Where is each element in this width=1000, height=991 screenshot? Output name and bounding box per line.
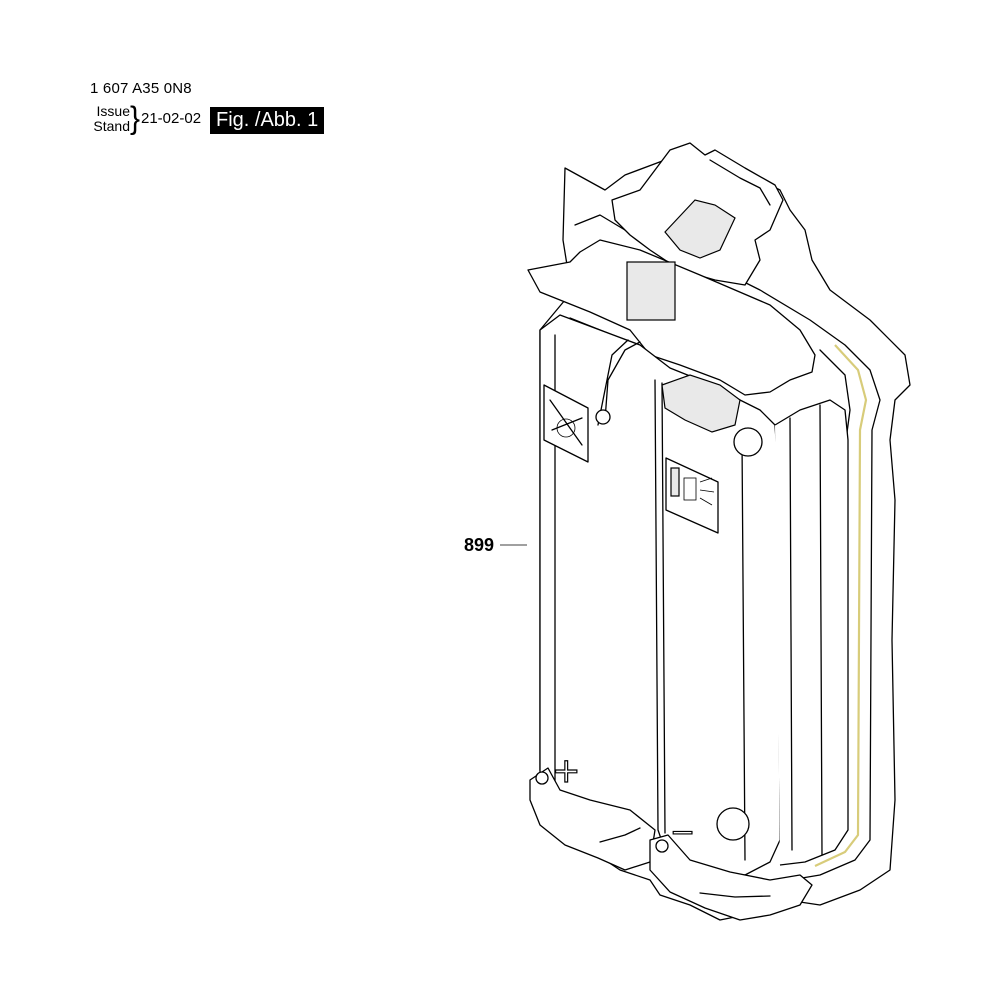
battery-side bbox=[774, 399, 849, 866]
part-number: 1 607 A35 0N8 bbox=[90, 80, 192, 97]
foot-hole-left bbox=[535, 771, 549, 785]
bottom-foot-right bbox=[649, 834, 813, 921]
clip-pin bbox=[595, 409, 611, 425]
issue-label: Issue bbox=[96, 103, 130, 119]
foot-hole-right bbox=[655, 839, 669, 853]
latch-opening bbox=[664, 199, 736, 259]
callout-899: 899 bbox=[464, 535, 495, 555]
issue-date: 21-02-02 bbox=[141, 110, 202, 127]
side-edge-2 bbox=[819, 404, 823, 856]
stand-label: Stand bbox=[93, 118, 130, 134]
right-cell-cap bbox=[661, 374, 741, 433]
brace-symbol: } bbox=[130, 101, 141, 136]
spring-clip bbox=[597, 339, 641, 426]
warning-label-circle bbox=[556, 418, 576, 438]
charge-label-meter bbox=[670, 467, 680, 497]
housing-seal-line bbox=[814, 344, 868, 867]
bottom-terminal-post bbox=[716, 807, 750, 841]
cell-groove-right bbox=[661, 382, 666, 834]
foot-rib-1 bbox=[599, 827, 641, 843]
issue-block: Issue Stand } 21-02-02 Fig. /Abb. 1 bbox=[90, 101, 350, 138]
foot-rib-2 bbox=[699, 892, 771, 898]
issue-labels: Issue Stand bbox=[90, 104, 130, 134]
side-edge-1 bbox=[789, 417, 793, 851]
right-cell-edge bbox=[741, 439, 746, 861]
charge-label-rays bbox=[699, 477, 715, 506]
figure-label: Fig. /Abb. 1 bbox=[210, 107, 325, 134]
latch-ridge bbox=[709, 159, 771, 206]
contact-block bbox=[626, 261, 676, 321]
charge-label-cell bbox=[683, 477, 697, 501]
right-terminal-post bbox=[733, 427, 763, 457]
